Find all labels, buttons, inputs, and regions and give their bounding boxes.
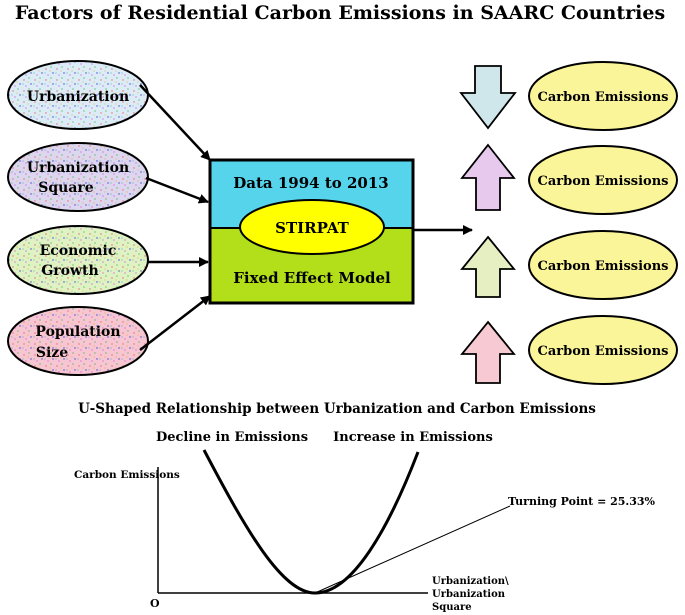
- connector-arrow: [139, 295, 211, 351]
- factor-label-line-1: Economic: [40, 243, 117, 259]
- factor-label-line-2: Square: [38, 180, 94, 196]
- factor-population-size: Population Size: [7, 306, 149, 376]
- outcome-label: Carbon Emissions: [538, 90, 669, 105]
- model-box-border: [208, 158, 415, 305]
- model-box: Data 1994 to 2013 STIRPAT Fixed Effect M…: [208, 158, 415, 305]
- method-ellipse: [239, 199, 385, 255]
- outcome-label: Carbon Emissions: [538, 259, 669, 274]
- up-arrow-icon: [460, 320, 516, 384]
- u-curve-axes: [157, 467, 428, 594]
- outcome-ellipse: [528, 61, 678, 131]
- origin-label: O: [150, 597, 160, 610]
- connector-arrow: [145, 176, 209, 204]
- turning-point-label: Turning Point = 25.33%: [508, 495, 656, 508]
- outcome-ellipse: [528, 145, 678, 215]
- x-axis-label-line-1: Urbanization\: [432, 576, 509, 587]
- decline-label: Decline in Emissions: [156, 430, 308, 445]
- x-axis-label-line-2: Urbanization: [432, 589, 506, 600]
- outcome-arrows: [459, 65, 517, 384]
- factor-label: Urbanization: [27, 89, 129, 105]
- down-arrow-icon: [459, 65, 517, 130]
- factor-connectors: [139, 84, 211, 351]
- connector-arrow: [139, 84, 211, 161]
- diagram-title: Factors of Residential Carbon Emissions …: [15, 2, 665, 24]
- method-label: STIRPAT: [275, 219, 349, 237]
- factor-label-line-2: Size: [36, 345, 68, 361]
- u-curve: [202, 449, 420, 595]
- factor-label-line-1: Population: [35, 324, 120, 340]
- outcome-ellipse: [528, 315, 678, 385]
- x-axis-label-line-3: Square: [432, 602, 472, 613]
- outcome-label: Carbon Emissions: [538, 344, 669, 359]
- factor-label-line-1: Urbanization: [27, 160, 129, 176]
- outcome-ellipse: [528, 230, 678, 300]
- increase-label: Increase in Emissions: [333, 430, 493, 445]
- factor-economic-growth: Economic Growth: [7, 225, 149, 295]
- turning-point-leader: [314, 505, 511, 594]
- model-label: Fixed Effect Model: [233, 269, 391, 287]
- up-arrow-icon: [460, 143, 516, 211]
- up-arrow-icon: [460, 235, 516, 298]
- y-axis-label: Carbon Emissions: [74, 469, 180, 481]
- data-period-label: Data 1994 to 2013: [233, 174, 388, 192]
- factor-urbanization: Urbanization: [7, 60, 149, 130]
- factor-urbanization-square: Urbanization Square: [7, 142, 149, 212]
- factor-label-line-2: Growth: [41, 263, 98, 279]
- u-curve-subtitle: U-Shaped Relationship between Urbanizati…: [78, 401, 596, 417]
- outcome-label: Carbon Emissions: [538, 174, 669, 189]
- outcome-ellipses: Carbon Emissions Carbon Emissions Carbon…: [528, 61, 678, 385]
